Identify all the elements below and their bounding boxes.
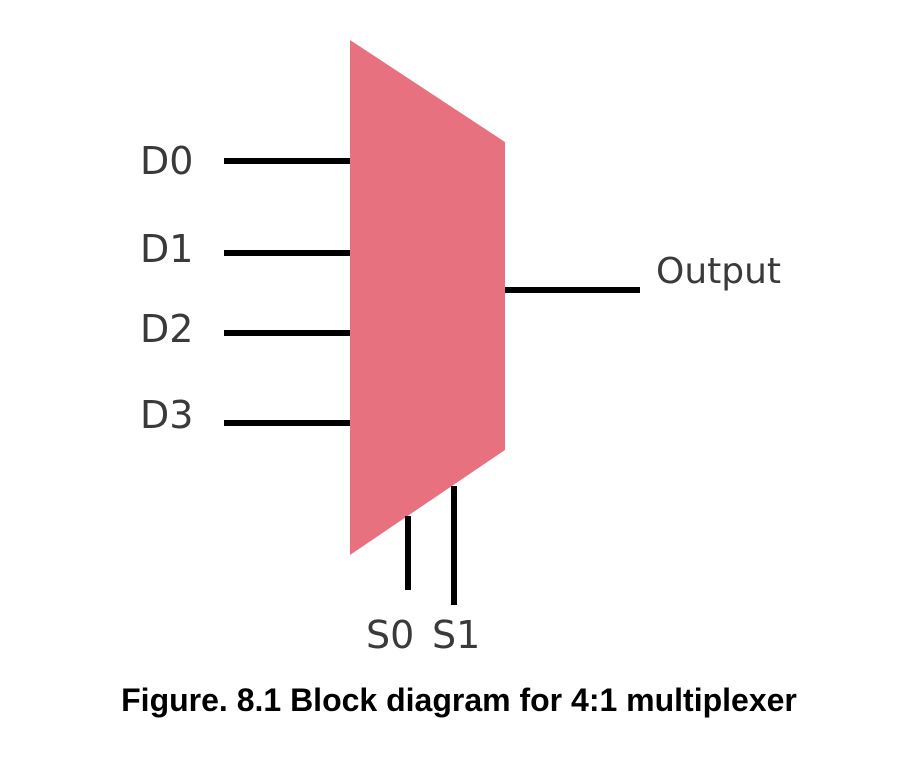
output-label: Output — [656, 251, 781, 292]
multiplexer-block — [350, 40, 505, 555]
select-label-s1: S1 — [432, 613, 480, 657]
figure-caption: Figure. 8.1 Block diagram for 4:1 multip… — [121, 682, 797, 718]
input-label-d2: D2 — [140, 307, 193, 351]
select-label-s0: S0 — [366, 613, 414, 657]
input-label-d0: D0 — [140, 139, 193, 183]
input-label-d1: D1 — [140, 227, 193, 271]
input-label-d3: D3 — [140, 393, 193, 437]
